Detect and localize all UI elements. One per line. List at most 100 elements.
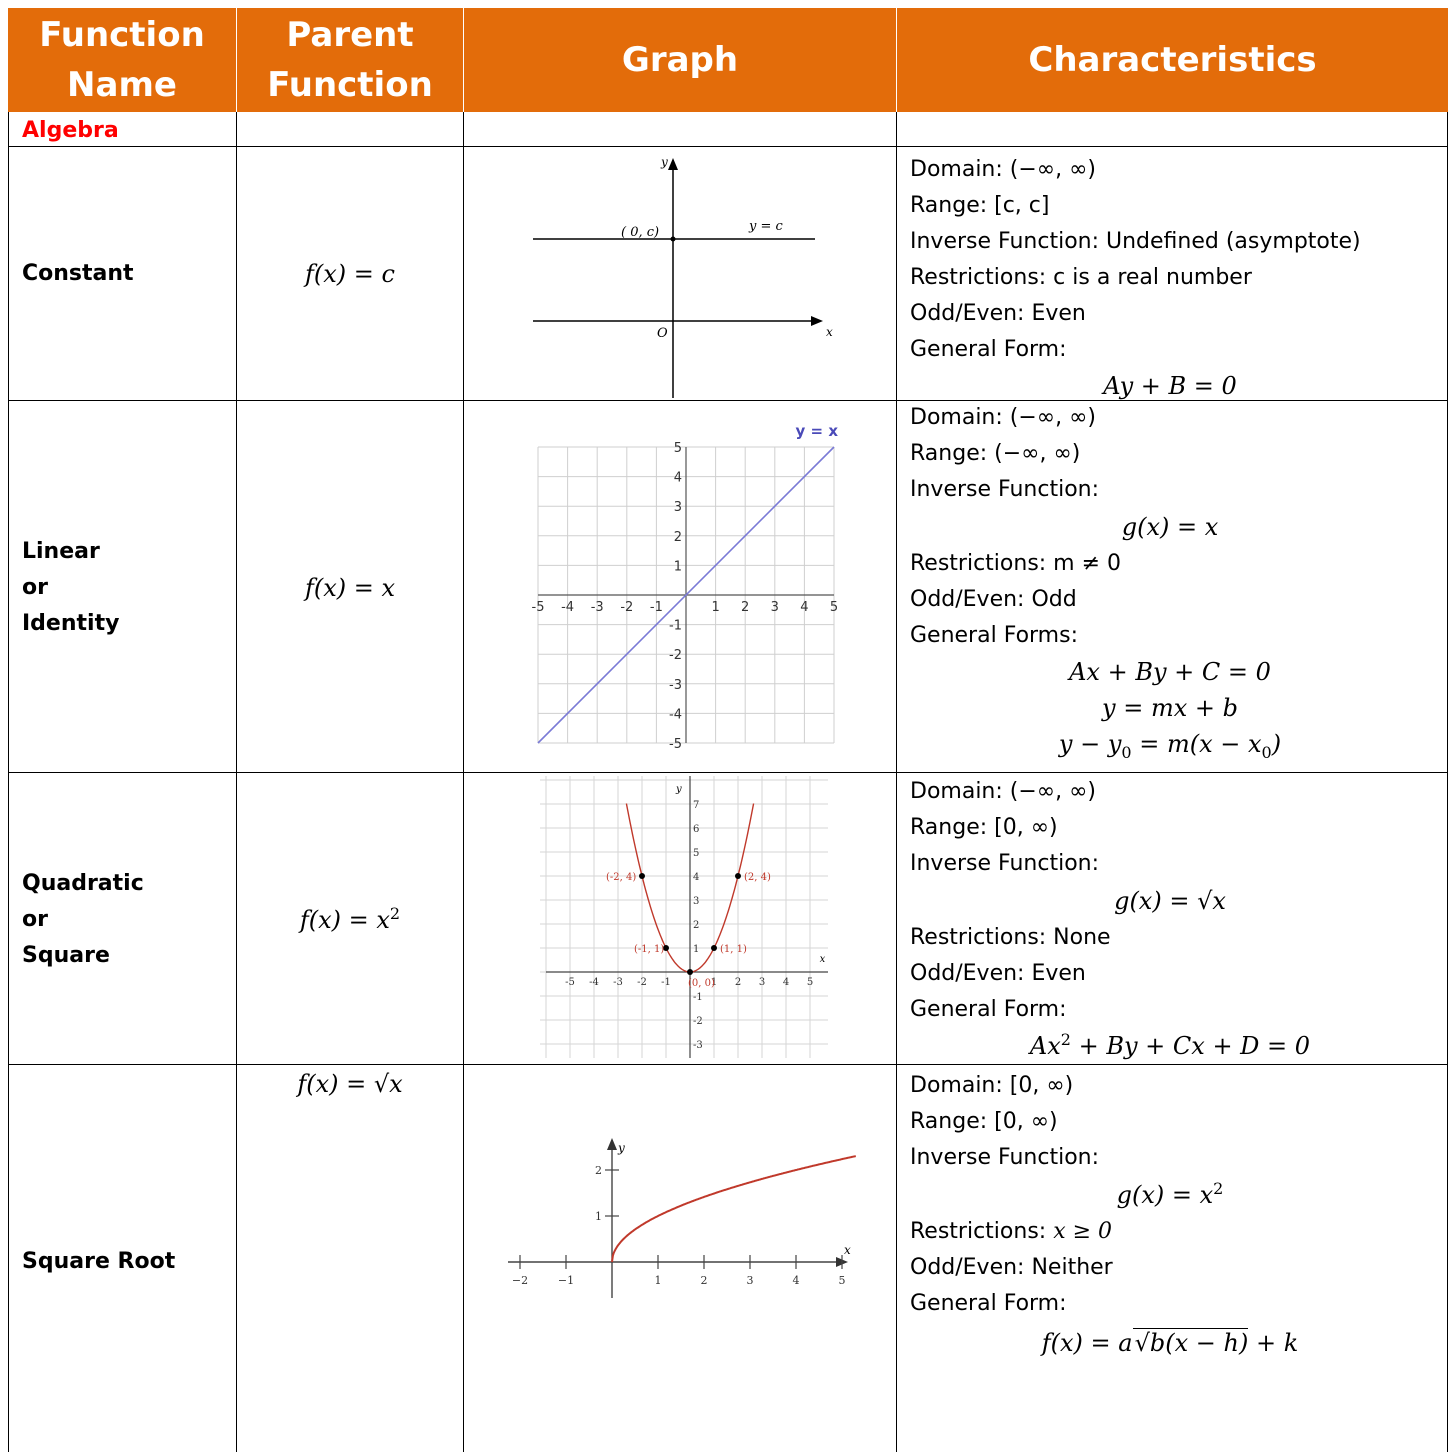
y-tick-label: 5 xyxy=(693,848,699,859)
y-axis-label: y xyxy=(660,155,668,169)
row-divider xyxy=(8,1064,1448,1065)
x-tick-label: 4 xyxy=(800,600,808,615)
function-name-square-root: Square Root xyxy=(22,1244,175,1280)
characteristic-line: Odd/Even: Even xyxy=(910,961,1086,986)
x-tick-label: 2 xyxy=(735,977,741,988)
header-divider xyxy=(896,8,897,112)
y-tick-label: 4 xyxy=(693,872,699,883)
x-tick-label: -1 xyxy=(650,600,663,615)
x-tick-label: -4 xyxy=(561,600,574,615)
header-divider xyxy=(463,8,464,112)
graph-constant: y x O ( 0, c) y = c xyxy=(533,155,833,398)
form-part: + By + Cx + D = 0 xyxy=(1070,1032,1311,1060)
x-tick-label: −1 xyxy=(558,1274,574,1287)
general-form: Ay + B = 0 xyxy=(1103,372,1237,400)
y-tick-label: -1 xyxy=(693,992,703,1003)
characteristic-line: Inverse Function: Undefined (asymptote) xyxy=(910,229,1361,254)
y-tick-label: 1 xyxy=(595,1210,602,1223)
x-tick-label: 4 xyxy=(783,977,789,988)
y-tick-label: 3 xyxy=(674,500,682,515)
y-tick-label: -4 xyxy=(669,707,682,722)
point-label: (-1, 1) xyxy=(634,944,664,955)
characteristics-quadratic: Domain: (−∞, ∞) Range: [0, ∞) Inverse Fu… xyxy=(910,774,1446,1064)
line-label: y = x xyxy=(796,422,839,440)
characteristics-square-root: Domain: [0, ∞) Range: [0, ∞) Inverse Fun… xyxy=(910,1068,1446,1364)
function-name-line: Quadratic xyxy=(22,871,144,896)
function-name-constant: Constant xyxy=(22,256,134,292)
characteristic-line: Domain: (−∞, ∞) xyxy=(910,405,1097,430)
x-tick-label: 2 xyxy=(741,600,749,615)
x-tick-label: 1 xyxy=(711,977,717,988)
characteristic-line: Domain: (−∞, ∞) xyxy=(910,779,1097,804)
y-tick-label: -3 xyxy=(669,678,682,693)
form-radicand: b(x − h) xyxy=(1149,1329,1249,1357)
form-part: Ax xyxy=(1029,1032,1061,1060)
form-part: f(x) = a xyxy=(1041,1329,1133,1357)
x-tick-label: 2 xyxy=(701,1274,708,1287)
point-marker xyxy=(711,945,717,951)
parent-function-square-root: f(x) = √x xyxy=(297,1070,403,1098)
x-tick-label: 5 xyxy=(807,977,813,988)
parent-base: f(x) = x xyxy=(299,906,390,934)
characteristic-line: Odd/Even: Even xyxy=(910,301,1086,326)
x-tick-label: 3 xyxy=(747,1274,754,1287)
restrictions-label: Restrictions: xyxy=(910,1219,1054,1244)
x-tick-label: 5 xyxy=(839,1274,846,1287)
identity-line xyxy=(537,446,835,744)
parent-function-constant: f(x) = c xyxy=(305,260,395,288)
general-form: Ax + By + C = 0 xyxy=(1069,658,1271,686)
line-label: y = c xyxy=(748,219,784,234)
function-name-line: Identity xyxy=(22,611,120,636)
x-axis-label: x xyxy=(826,325,833,339)
characteristic-line: Restrictions: None xyxy=(910,925,1111,950)
parent-function-quadratic: f(x) = x2 xyxy=(237,906,463,935)
y-axis-label: y xyxy=(617,1141,625,1155)
y-tick-label: 5 xyxy=(674,441,682,456)
header-graph: Graph xyxy=(464,8,896,112)
point-label: (1, 1) xyxy=(720,944,747,955)
y-tick-label: -3 xyxy=(693,1040,703,1051)
parent-functions-table: Function Name Parent Function Graph Char… xyxy=(8,8,1448,1452)
y-tick-label: 2 xyxy=(674,530,682,545)
row-divider xyxy=(8,772,1448,773)
function-name-linear: Linear or Identity xyxy=(22,534,119,642)
x-tick-label: -1 xyxy=(661,977,671,988)
row-divider xyxy=(8,146,1448,147)
y-tick-label: 2 xyxy=(595,1164,602,1177)
section-label: Algebra xyxy=(22,118,119,143)
function-name-line: or xyxy=(22,907,48,932)
x-tick-label: -4 xyxy=(589,977,599,988)
characteristic-line: Odd/Even: Odd xyxy=(910,587,1077,612)
radical: √b(x − h) xyxy=(1132,1328,1249,1357)
x-tick-label: 4 xyxy=(793,1274,800,1287)
characteristic-line: General Form: xyxy=(910,337,1067,362)
characteristic-line: Range: [0, ∞) xyxy=(910,815,1058,840)
point-marker xyxy=(663,945,669,951)
y-tick-label: 2 xyxy=(693,920,699,931)
parent-function-linear: f(x) = x xyxy=(304,574,396,602)
function-name-line: Constant xyxy=(22,261,134,286)
x-tick-label: 1 xyxy=(711,600,719,615)
header-characteristics: Characteristics xyxy=(897,8,1448,112)
general-form: y = mx + b xyxy=(1102,694,1238,722)
restrictions-line: Restrictions: x ≥ 0 xyxy=(910,1214,1446,1250)
function-name-quadratic: Quadratic or Square xyxy=(22,866,144,974)
y-tick-label: -2 xyxy=(669,648,682,663)
table-border-left xyxy=(8,112,9,1452)
row-divider xyxy=(8,400,1448,401)
general-form: Ax2 + By + Cx + D = 0 xyxy=(910,1028,1430,1064)
characteristic-line: Range: [0, ∞) xyxy=(910,1109,1058,1134)
sqrt-curve xyxy=(611,1155,857,1263)
origin-label: O xyxy=(657,326,668,341)
point-label: (2, 4) xyxy=(744,872,771,883)
inverse-function: g(x) = x xyxy=(1121,513,1219,541)
x-axis-label: x xyxy=(844,1243,851,1257)
characteristic-line: General Form: xyxy=(910,997,1067,1022)
point-label: (-2, 4) xyxy=(606,872,636,883)
inverse-exponent: 2 xyxy=(1213,1179,1224,1198)
y-tick-label: -5 xyxy=(669,737,682,750)
x-tick-label: 3 xyxy=(771,600,779,615)
function-name-line: or xyxy=(22,575,48,600)
